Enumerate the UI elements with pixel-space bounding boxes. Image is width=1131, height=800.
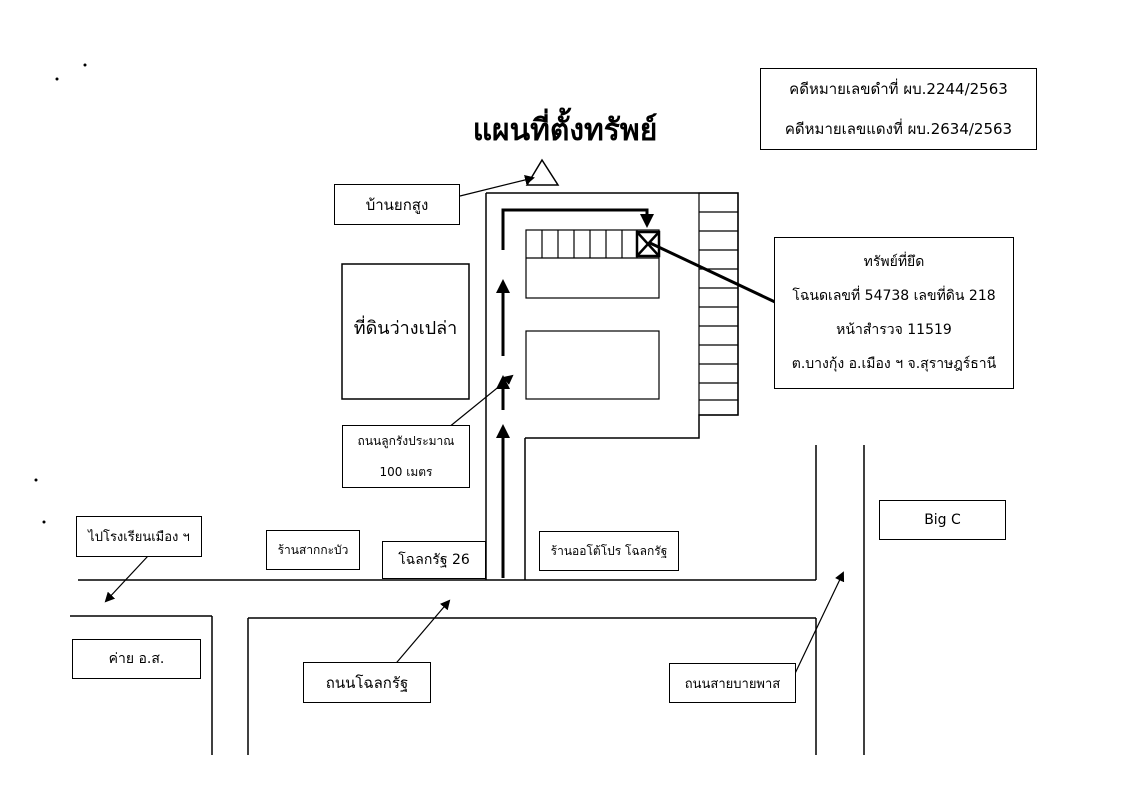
camp-label: ค่าย อ.ส. <box>72 639 201 679</box>
scan-mark <box>42 520 46 524</box>
bypass-road-pointer <box>789 571 845 685</box>
scan-mark <box>34 478 38 482</box>
soi-26-label: โฉลกรัฐ 26 <box>382 541 486 579</box>
gravel-road-label-line2: 100 เมตร <box>379 464 433 479</box>
townhouse-block-top <box>525 229 660 299</box>
building-middle <box>525 330 660 400</box>
main-road-label: ถนนโฉลกรัฐ <box>303 662 431 703</box>
property-location: ต.บางกุ้ง อ.เมือง ฯ จ.สุราษฎร์ธานี <box>791 356 997 372</box>
autopro-shop-label: ร้านออโต้โปร โฉลกรัฐ <box>539 531 679 571</box>
shop-sakkabua-label: ร้านสากกะบัว <box>266 530 360 570</box>
property-x-marker-icon <box>635 230 661 258</box>
main-road-pointer <box>391 599 451 669</box>
scan-mark <box>83 63 87 67</box>
vacant-land-plot <box>341 263 470 400</box>
deed-number: โฉนดเลขที่ 54738 เลขที่ดิน 218 <box>792 288 996 304</box>
red-case-number: คดีหมายเลขแดงที่ ผบ.2634/2563 <box>784 120 1013 138</box>
big-c-label: Big C <box>879 500 1006 540</box>
survey-number: หน้าสำรวจ 11519 <box>836 322 952 338</box>
raised-house-label: บ้านยกสูง <box>334 184 460 225</box>
seized-property-heading: ทรัพย์ที่ยึด <box>863 254 925 270</box>
seized-property-box: ทรัพย์ที่ยึด โฉนดเลขที่ 54738 เลขที่ดิน … <box>774 237 1014 389</box>
to-school-label: ไปโรงเรียนเมือง ฯ <box>76 516 202 557</box>
north-triangle-icon <box>525 158 560 186</box>
gravel-road-label: ถนนลูกรังประมาณ 100 เมตร <box>342 425 470 488</box>
house-pointer-line <box>459 175 535 197</box>
school-pointer <box>104 555 149 603</box>
gravel-road-pointer <box>442 374 514 433</box>
vacant-land-label: ที่ดินว่างเปล่า <box>353 317 458 339</box>
scan-mark <box>55 77 59 81</box>
bypass-road-label: ถนนสายบายพาส <box>669 663 796 703</box>
black-case-number: คดีหมายเลขดำที่ ผบ.2244/2563 <box>789 80 1008 98</box>
map-title: แผนที่ตั้งทรัพย์ <box>472 112 658 148</box>
right-stall-row <box>698 192 739 416</box>
route-arrow-icon <box>501 208 654 250</box>
property-pointer-line <box>649 241 776 304</box>
gravel-road-label-line1: ถนนลูกรังประมาณ <box>357 433 455 448</box>
case-number-box: คดีหมายเลขดำที่ ผบ.2244/2563 คดีหมายเลขแ… <box>760 68 1037 150</box>
